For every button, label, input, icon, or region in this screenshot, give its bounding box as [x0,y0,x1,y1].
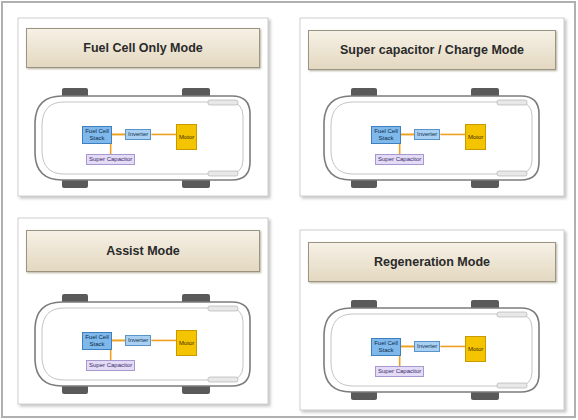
component-label: Super Capacitor [89,362,132,369]
motor-box: Motor [176,330,197,356]
component-label: Motor [179,134,194,141]
mode-title: Super capacitor / Charge Mode [340,43,524,57]
component-label: Motor [468,134,483,141]
component-label: Super Capacitor [378,156,421,163]
power-line [151,134,176,136]
component-label: Fuel Cell Stack [85,128,109,142]
component-label: Inverter [417,131,437,138]
component-label: Super Capacitor [378,368,421,375]
power-line [400,346,414,366]
mode-panel: Super capacitor / Charge ModeFuel Cell S… [300,18,564,196]
component-label: Super Capacitor [89,156,132,163]
inverter-box: Inverter [125,335,151,346]
inverter-box: Inverter [414,341,440,352]
power-line [400,134,414,154]
inverter-box: Inverter [125,129,151,140]
motor-box: Motor [465,124,486,150]
component-label: Fuel Cell Stack [374,340,398,354]
panel-ground [18,218,268,404]
mode-panel: Assist ModeFuel Cell Stack Inverter MotorS… [18,218,268,404]
super-capacitor-box: Super Capacitor [375,366,424,377]
power-line [440,346,465,348]
super-capacitor-box: Super Capacitor [375,154,424,165]
power-line [111,340,125,360]
mode-panel: Fuel Cell Only ModeFuel Cell Stack Invert… [18,18,268,196]
inverter-box: Inverter [414,129,440,140]
power-line [440,134,465,136]
power-line [111,134,125,154]
fuel-cell-stack-box: Fuel Cell Stack [371,338,401,356]
power-line [151,340,176,342]
component-label: Inverter [128,337,148,344]
component-label: Motor [179,340,194,347]
title-band: Regeneration Mode [308,242,556,282]
mode-title: Fuel Cell Only Mode [83,41,202,55]
fuel-cell-stack-box: Fuel Cell Stack [371,126,401,144]
mode-title: Assist Mode [106,244,180,258]
panel-ground [300,230,564,410]
super-capacitor-box: Super Capacitor [86,360,135,371]
component-label: Fuel Cell Stack [85,334,109,348]
outer-frame [2,2,575,417]
vehicle-outline [324,88,539,188]
mode-title: Regeneration Mode [374,255,490,269]
super-capacitor-box: Super Capacitor [86,154,135,165]
fuel-cell-stack-box: Fuel Cell Stack [82,332,112,350]
component-label: Inverter [417,343,437,350]
vehicle-outline [35,88,250,188]
title-band: Fuel Cell Only Mode [26,28,260,68]
motor-box: Motor [176,124,197,150]
title-band: Assist Mode [26,230,260,272]
mode-panel: Regeneration ModeFuel Cell Stack Inverter… [300,230,564,410]
component-label: Inverter [128,131,148,138]
vehicle-outline [35,294,250,394]
panel-ground [18,18,268,196]
motor-box: Motor [465,336,486,362]
fuel-cell-stack-box: Fuel Cell Stack [82,126,112,144]
vehicle-outline [324,300,539,400]
title-band: Super capacitor / Charge Mode [308,30,556,70]
panel-ground [300,18,564,196]
component-label: Motor [468,346,483,353]
component-label: Fuel Cell Stack [374,128,398,142]
